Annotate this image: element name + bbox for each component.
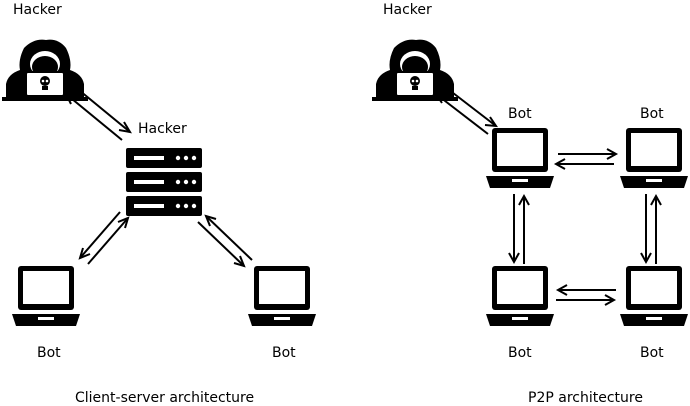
cs-bot-left-label: Bot [37,345,61,361]
cs-server-botleft-arrows [78,211,130,265]
p2p-bot-bottom-right-icon [620,266,688,326]
p2p-top-arrows [553,148,619,170]
cs-server-icon [126,148,202,216]
cs-bot-left-icon [12,266,80,326]
p2p-bottom-arrows [555,284,617,306]
p2p-hacker-icon [371,38,459,102]
p2p-bot-bottom-left-icon [486,266,554,326]
cs-hacker-label: Hacker [13,2,62,18]
p2p-left-arrows [508,193,530,265]
p2p-bot-bottom-left-label: Bot [508,345,532,361]
cs-hacker-icon [1,38,89,102]
cs-server-label: Hacker [138,121,187,137]
p2p-bot-top-left-icon [486,128,554,188]
p2p-right-arrows [640,193,662,265]
cs-server-botright-arrows [197,214,253,268]
p2p-bot-top-right-label: Bot [640,106,664,122]
p2p-bot-top-right-icon [620,128,688,188]
p2p-hacker-label: Hacker [383,2,432,18]
cs-bot-right-icon [248,266,316,326]
cs-caption: Client-server architecture [75,390,255,406]
cs-hacker-server-arrows [64,85,132,141]
p2p-hacker-bot-arrows [434,85,498,135]
p2p-bot-bottom-right-label: Bot [640,345,664,361]
cs-bot-right-label: Bot [272,345,296,361]
p2p-caption: P2P architecture [528,390,643,406]
p2p-bot-top-left-label: Bot [508,106,532,122]
